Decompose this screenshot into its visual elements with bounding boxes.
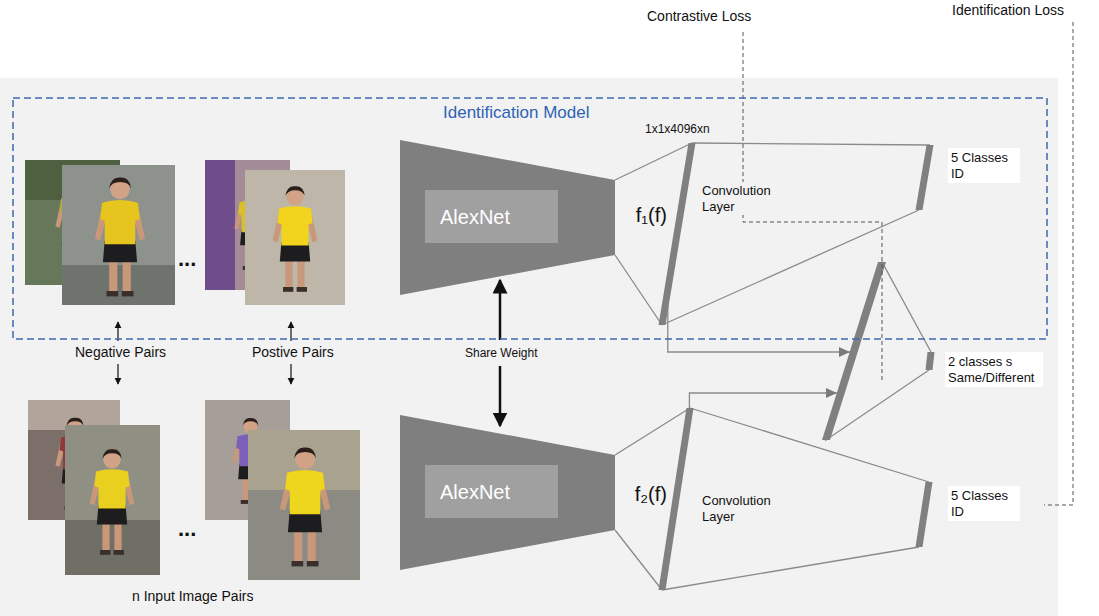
photo-positive-front xyxy=(245,170,345,305)
pair-arrows-part xyxy=(290,322,291,341)
connector-line xyxy=(668,262,931,352)
output-layer-outline xyxy=(912,140,936,216)
node-title: 5 Classes ID xyxy=(948,148,1020,183)
trapezoid xyxy=(400,415,615,570)
connector xyxy=(689,370,929,440)
leader-line xyxy=(1044,22,1073,505)
feature-layer-outline xyxy=(655,404,697,594)
photo-negative-front-part xyxy=(62,265,175,305)
edge-label: Convolution Layer xyxy=(700,492,780,525)
photo-positive-front-part xyxy=(273,186,318,292)
node-title: 1x1x4096xn xyxy=(645,122,710,136)
arrowhead xyxy=(839,347,850,357)
photo-positive-front-2-part xyxy=(280,448,330,567)
pair-arrows-part xyxy=(117,322,118,341)
node-title: AlexNet xyxy=(425,190,558,243)
node-title: Identification Model xyxy=(440,103,592,123)
feature-layer: 1x1x4096xnf₁(f) xyxy=(655,140,697,330)
node-title: 2 classes s Same/Different xyxy=(945,352,1043,387)
photo-negative-front-2-part xyxy=(90,449,135,555)
photo-positive-front-2-part xyxy=(248,430,360,580)
node-title: 5 Classes ID xyxy=(948,486,1020,521)
share-weight-arrows xyxy=(500,280,501,426)
share-label: Share Weight xyxy=(463,346,540,360)
feature-layer: f₂(f) xyxy=(655,404,697,594)
photo-negative-front-2-part xyxy=(65,425,160,575)
photo-negative-front-part xyxy=(62,165,175,305)
layer-bar xyxy=(926,352,935,370)
loss-label: Contrastive Loss xyxy=(645,8,753,25)
node-title: AlexNet xyxy=(425,465,558,518)
caption-label: n Input Image Pairs xyxy=(130,588,255,605)
photo-positive-front-part xyxy=(245,170,345,305)
cnn-block-outline xyxy=(400,415,615,570)
dashed-border xyxy=(13,98,1047,339)
share-weight-arrows-part xyxy=(499,280,502,340)
leader-line xyxy=(743,32,882,380)
connector xyxy=(662,408,929,590)
connector-line xyxy=(615,408,690,590)
photo-negative-front-2-part xyxy=(65,520,160,575)
share-weight-arrows-part xyxy=(499,366,502,426)
pair-label: Postive Pairs xyxy=(250,344,336,361)
connector xyxy=(662,143,930,325)
pair-arrows-part xyxy=(117,364,118,384)
cnn-block: AlexNet xyxy=(400,140,615,295)
connector-line xyxy=(662,408,929,590)
photo-positive-back-part xyxy=(205,160,235,290)
output-layer-outline xyxy=(920,346,938,376)
ellipsis: ... xyxy=(176,246,198,272)
cnn-block: AlexNet xyxy=(400,415,615,570)
layer-bar xyxy=(916,482,933,547)
node-text: f₁(f) xyxy=(636,203,667,227)
layer-bar xyxy=(659,143,696,325)
layer-bar xyxy=(916,145,934,210)
model-region-outline xyxy=(12,97,1048,340)
layer-bar xyxy=(659,408,694,590)
trapezoid xyxy=(400,140,615,295)
connector-line xyxy=(689,370,929,440)
cnn-block-outline xyxy=(400,140,615,295)
pair-conv-layer xyxy=(822,262,886,440)
connector xyxy=(615,408,690,590)
pair-label: Negative Pairs xyxy=(73,344,168,361)
photo-positive-front-2 xyxy=(248,430,360,580)
ellipsis: ... xyxy=(176,516,198,542)
arrowhead xyxy=(826,388,837,398)
connector-line xyxy=(662,143,930,325)
pair-arrows-part xyxy=(290,364,291,384)
connector xyxy=(615,143,692,325)
output-layer: 5 Classes ID xyxy=(912,140,936,216)
model-region: Identification ModelAlexNet1x1x4096xnf₁(… xyxy=(12,97,1048,340)
edge-label: Convolution Layer xyxy=(700,182,780,215)
feature-layer-outline xyxy=(655,140,697,330)
photo-negative-front-part xyxy=(95,178,145,297)
photo-negative-front xyxy=(62,165,175,305)
photo-negative-front-2 xyxy=(65,425,160,575)
output-layer-outline xyxy=(912,478,936,552)
connector xyxy=(668,262,931,357)
output-layer: 2 classes s Same/Different xyxy=(920,346,938,376)
node-title: f₂(f) xyxy=(635,482,667,506)
output-layer: 5 Classes ID xyxy=(912,478,936,552)
loss-label: Identification Loss xyxy=(950,2,1066,19)
pair-arrows xyxy=(118,322,291,384)
connector-line xyxy=(615,143,692,325)
